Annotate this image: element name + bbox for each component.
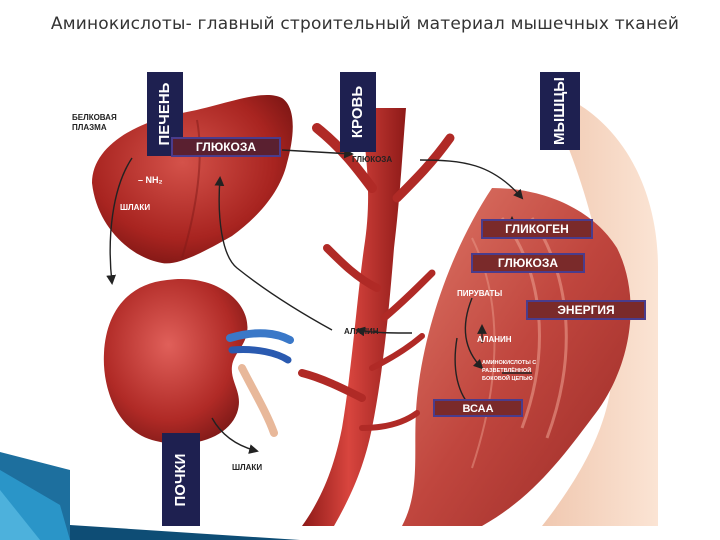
label-glucose-liver: ГЛЮКОЗА: [196, 140, 256, 154]
label-waste-kidney: ШЛАКИ: [232, 463, 262, 472]
label-nh2: – NH₂: [138, 175, 163, 185]
label-amino-acids-1: АМИНОКИСЛОТЫ С: [482, 360, 536, 366]
kidney-illustration: [104, 279, 290, 444]
slide-title: Аминокислоты- главный строительный матер…: [40, 12, 690, 36]
column-liver-label: ПЕЧЕНЬ: [156, 82, 173, 145]
label-amino-acids-3: БОКОВОЙ ЦЕПЬЮ: [482, 374, 533, 382]
label-plasma-protein-1: БЕЛКОВАЯ: [72, 113, 117, 122]
metabolism-diagram: ПЕЧЕНЬ КРОВЬ МЫШЦЫ ПОЧКИ БЕЛКОВАЯ ПЛАЗМА…: [72, 68, 658, 526]
label-alanine-muscle: АЛАНИН: [477, 335, 512, 344]
column-blood: КРОВЬ: [340, 72, 376, 152]
column-kidneys: ПОЧКИ: [162, 433, 200, 526]
label-energy-box: ЭНЕРГИЯ: [527, 301, 645, 319]
column-blood-label: КРОВЬ: [349, 86, 366, 138]
label-glucose-blood: ГЛЮКОЗА: [352, 155, 392, 164]
column-muscles-label: МЫШЦЫ: [551, 77, 568, 145]
label-vsac: ВСАА: [462, 403, 493, 415]
label-pyruvates: ПИРУВАТЫ: [457, 289, 502, 298]
label-plasma-protein-2: ПЛАЗМА: [72, 123, 107, 132]
column-muscles: МЫШЦЫ: [540, 72, 580, 150]
label-glucose-liver-box: ГЛЮКОЗА: [172, 138, 280, 156]
label-glucose-muscle: ГЛЮКОЗА: [498, 256, 558, 270]
column-kidneys-label: ПОЧКИ: [172, 454, 189, 507]
label-amino-acids-2: РАЗВЕТВЛЁННОЙ: [482, 366, 531, 374]
label-waste-liver: ШЛАКИ: [120, 203, 150, 212]
label-glycogen: ГЛИКОГЕН: [505, 222, 569, 236]
label-vsac-box: ВСАА: [434, 400, 522, 416]
label-glucose-muscle-box: ГЛЮКОЗА: [472, 254, 584, 272]
liver-illustration: [92, 95, 293, 263]
label-glycogen-box: ГЛИКОГЕН: [482, 220, 592, 238]
label-alanine-blood: АЛАНИН: [344, 327, 379, 336]
label-energy: ЭНЕРГИЯ: [557, 303, 614, 317]
diagram-svg: ПЕЧЕНЬ КРОВЬ МЫШЦЫ ПОЧКИ БЕЛКОВАЯ ПЛАЗМА…: [72, 68, 658, 526]
